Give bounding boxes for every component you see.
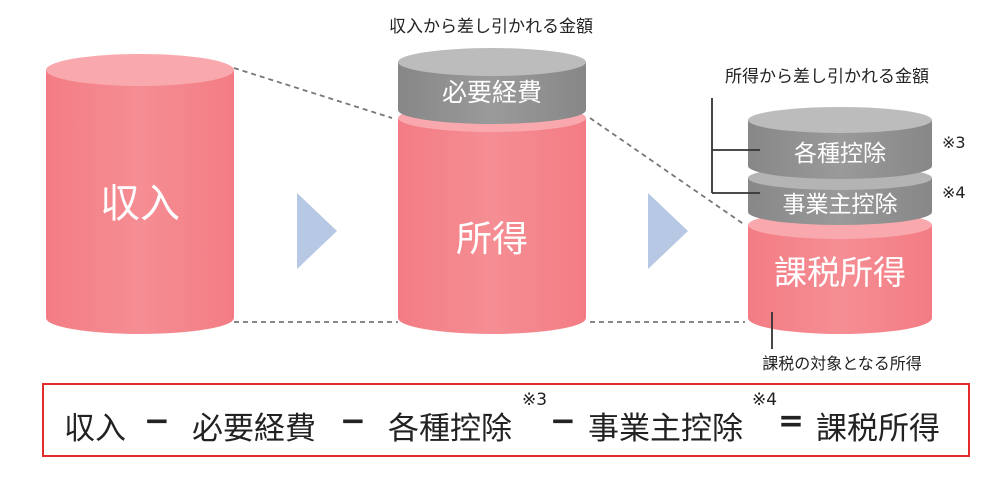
note4-label: ※4: [942, 183, 966, 202]
formula-term-expenses: 必要経費: [192, 411, 316, 447]
taxable-income-label: 課税所得: [774, 253, 906, 292]
business-owner-deduction-label: 事業主控除: [783, 192, 898, 218]
arrow-right-icon: [297, 193, 337, 269]
arrow-right-icon-2: [648, 193, 688, 269]
formula-sup-3: ※3: [522, 390, 548, 410]
expenses-cylinder: [398, 48, 586, 124]
dashed-connector-3: [589, 117, 746, 226]
deduction-bracket: [711, 98, 760, 194]
formula-equals: =: [778, 403, 804, 439]
note3-label: ※3: [942, 133, 966, 152]
expenses-label: 必要経費: [442, 78, 542, 107]
deductions-label: 各種控除: [794, 141, 886, 167]
formula-minus-1: −: [144, 403, 170, 439]
formula-box: 収入 − 必要経費 − 各種控除 ※3 − 事業主控除 ※4 = 課税所得: [42, 383, 970, 457]
deductions-cylinder: [748, 107, 932, 179]
income2-label: 所得: [456, 219, 528, 260]
formula-term-income: 収入: [64, 411, 126, 447]
formula-minus-2: −: [340, 403, 366, 439]
income-label: 収入: [100, 181, 180, 227]
formula-term-deductions: 各種控除: [388, 411, 512, 447]
deduction-from-income2-note: 所得から差し引かれる金額: [725, 67, 929, 87]
formula-minus-3: −: [550, 403, 576, 439]
formula: 収入 − 必要経費 − 各種控除 ※3 − 事業主控除 ※4 = 課税所得: [44, 385, 972, 459]
taxable-target-note: 課税の対象となる所得: [762, 354, 922, 373]
deduction-from-income-note: 収入から差し引かれる金額: [389, 17, 593, 37]
formula-result-taxable-income: 課税所得: [816, 411, 940, 447]
formula-sup-4: ※4: [752, 390, 778, 410]
income-cylinder: [46, 54, 234, 334]
dashed-connector-1: [233, 67, 393, 119]
formula-term-business-owner-deduction: 事業主控除: [588, 411, 743, 447]
